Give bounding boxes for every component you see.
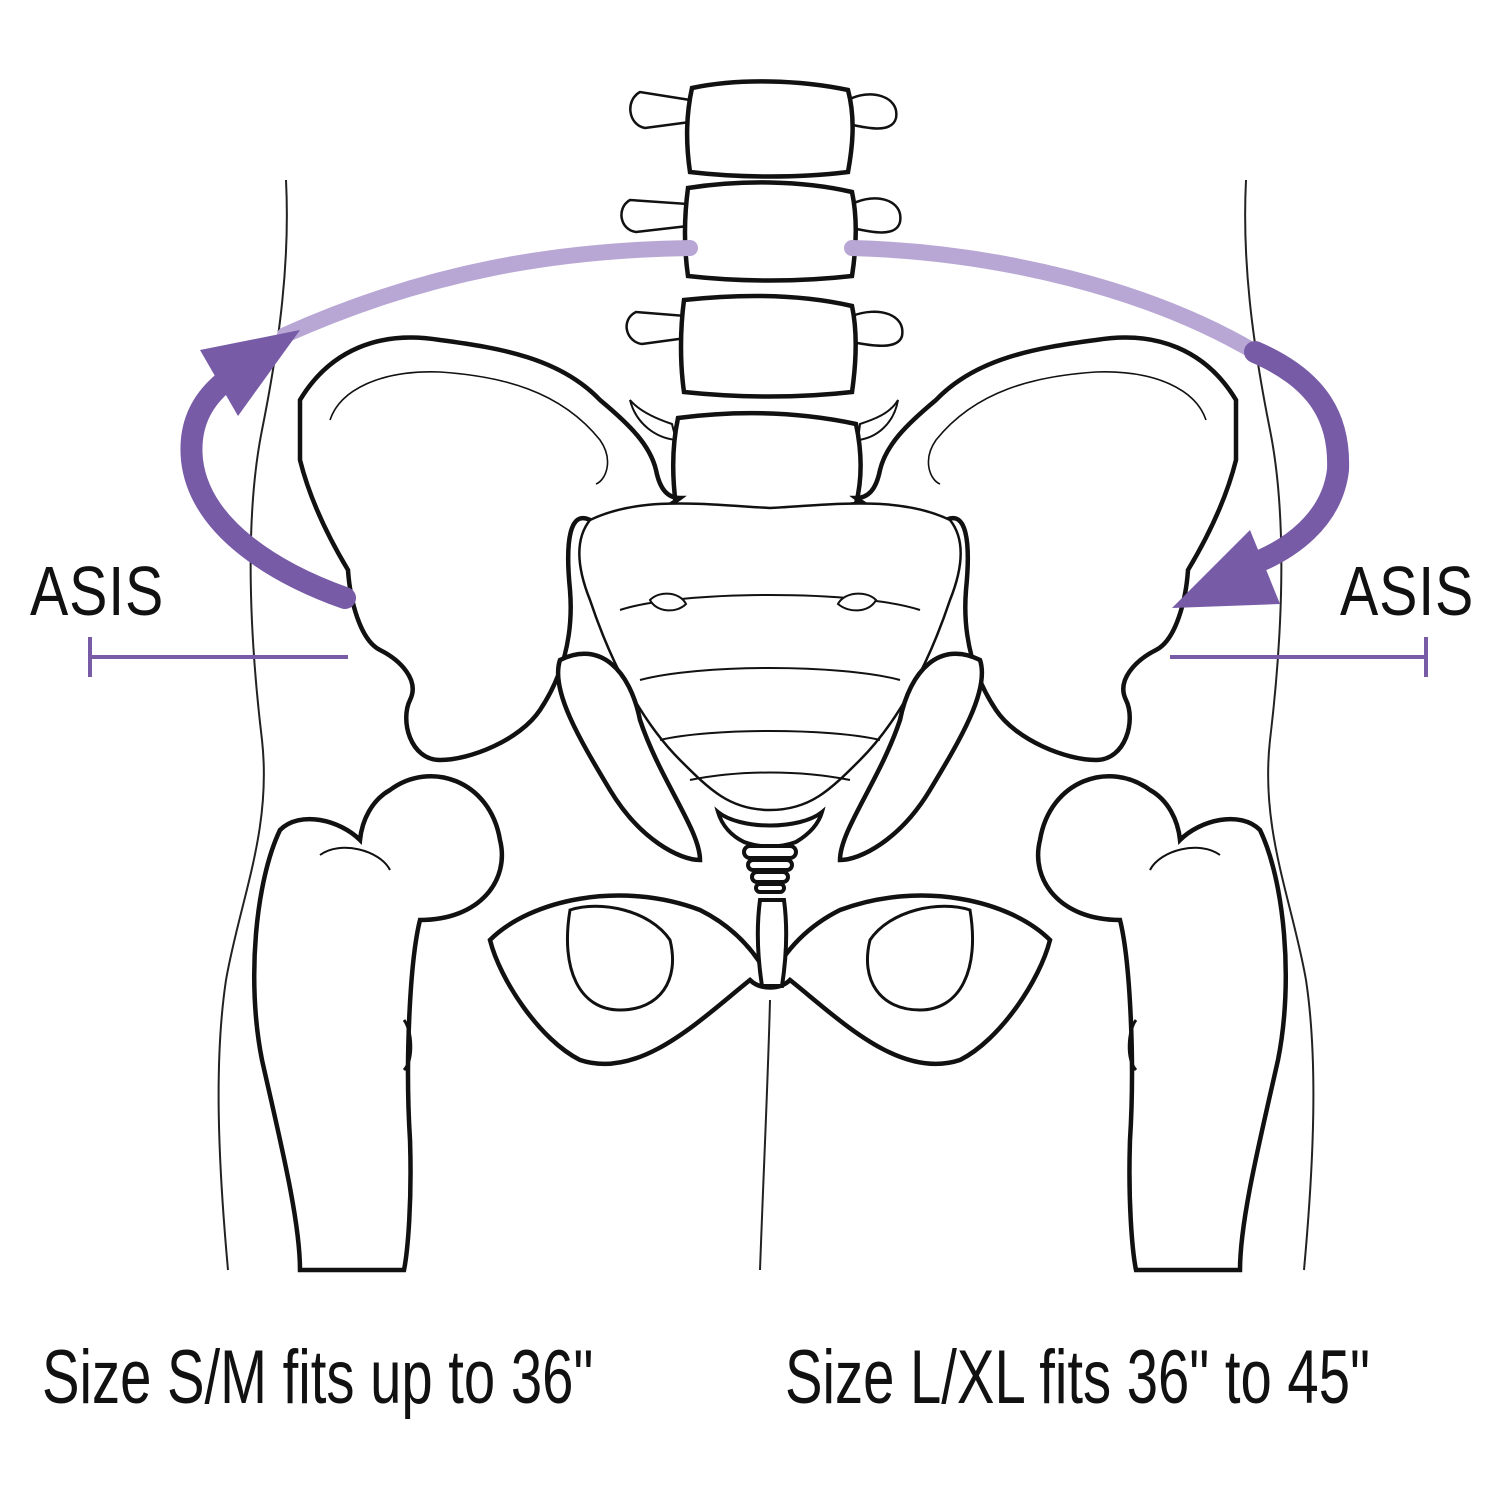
right-ilium — [849, 335, 1239, 763]
wrap-arrow-left-icon — [200, 330, 300, 416]
vertebra-l4 — [629, 399, 899, 513]
right-femur — [1035, 774, 1288, 1273]
vertebra-l3 — [625, 293, 904, 399]
sacral-wings — [555, 651, 985, 863]
band-right-front — [1239, 341, 1350, 576]
vertebra-l2 — [620, 180, 902, 283]
pubic-ring — [487, 893, 1053, 1067]
wrap-band — [180, 240, 1350, 609]
asis-label-right: ASIS — [1340, 552, 1475, 630]
iliac-wings — [297, 335, 1239, 763]
asis-markers — [88, 637, 1428, 677]
sacrum — [578, 502, 962, 812]
lumbar-spine — [620, 79, 904, 513]
vertebra-l1 — [629, 79, 898, 179]
size-sm-caption: Size S/M fits up to 36" — [42, 1335, 594, 1420]
size-lxl-caption: Size L/XL fits 36" to 45" — [785, 1335, 1370, 1420]
band-left-front — [180, 361, 356, 609]
wrap-arrow-right-icon — [1172, 530, 1280, 608]
band-back-light — [277, 240, 698, 343]
coccyx — [714, 806, 826, 894]
femurs — [252, 774, 1288, 1273]
asis-label-left: ASIS — [30, 552, 165, 630]
left-femur — [252, 774, 505, 1273]
left-ilium — [297, 335, 687, 763]
